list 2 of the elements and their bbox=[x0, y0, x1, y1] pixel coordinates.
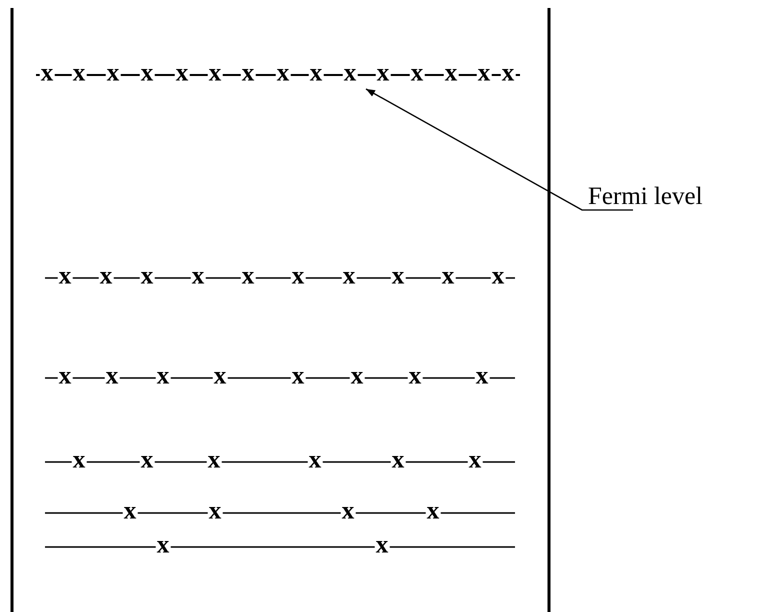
label-text: Fermi level bbox=[588, 184, 703, 209]
leader-line bbox=[366, 88, 633, 211]
